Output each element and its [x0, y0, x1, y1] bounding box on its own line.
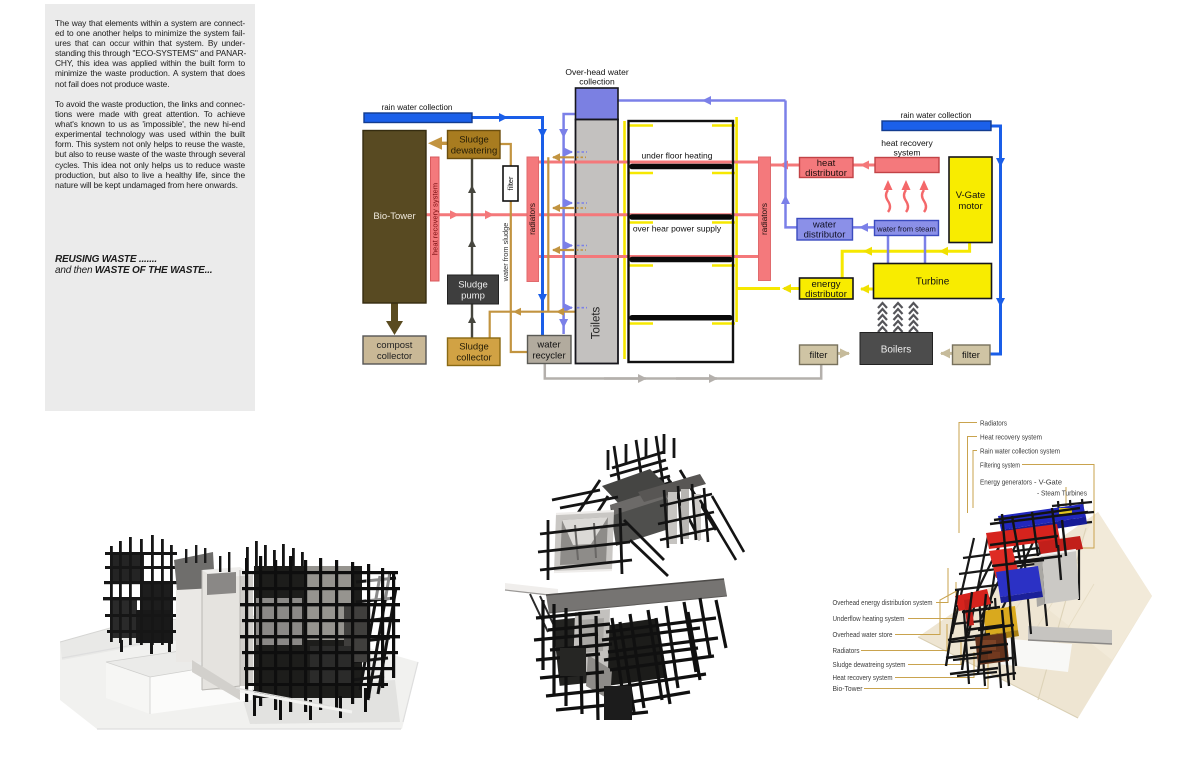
svg-text:Radiators: Radiators: [833, 646, 860, 655]
svg-text:pump: pump: [461, 291, 485, 302]
svg-text:Over-head water: Over-head water: [565, 67, 628, 77]
svg-text:Rain water collection system: Rain water collection system: [980, 447, 1060, 456]
svg-text:compost: compost: [377, 340, 413, 351]
svg-text:energy: energy: [811, 279, 840, 290]
svg-text:V-Gate: V-Gate: [956, 190, 986, 201]
svg-text:under floor heating: under floor heating: [642, 151, 713, 161]
svg-text:- V-Gate: - V-Gate: [1034, 478, 1062, 487]
svg-text:heat recovery: heat recovery: [881, 138, 933, 148]
svg-text:Energy generators: Energy generators: [980, 478, 1032, 487]
svg-text:Toilets: Toilets: [591, 306, 603, 339]
svg-text:Bio-Tower: Bio-Tower: [373, 211, 415, 222]
svg-text:water from sludge: water from sludge: [501, 223, 510, 283]
svg-text:over hear power supply: over hear power supply: [633, 224, 722, 234]
svg-text:Radiators: Radiators: [980, 419, 1007, 428]
svg-text:recycler: recycler: [532, 351, 565, 362]
svg-text:Overhead water store: Overhead water store: [833, 630, 893, 639]
svg-text:motor: motor: [958, 201, 982, 212]
svg-text:distributor: distributor: [804, 230, 846, 241]
svg-text:heat: heat: [817, 158, 836, 169]
svg-text:Sludge: Sludge: [459, 135, 489, 146]
svg-text:distributor: distributor: [805, 289, 847, 300]
svg-text:Underflow heating system: Underflow heating system: [833, 614, 905, 623]
svg-text:Turbine: Turbine: [916, 277, 950, 288]
svg-text:distributor: distributor: [805, 168, 847, 179]
svg-text:radiators: radiators: [528, 203, 537, 235]
svg-text:filter: filter: [506, 176, 515, 191]
svg-text:collection: collection: [579, 77, 615, 87]
svg-text:radiators: radiators: [760, 203, 769, 235]
svg-text:rain water collection: rain water collection: [901, 111, 972, 120]
svg-text:water: water: [812, 220, 836, 231]
svg-text:filter: filter: [810, 350, 828, 361]
svg-text:water from steam: water from steam: [876, 225, 936, 234]
svg-text:Heat recovery system: Heat recovery system: [833, 673, 893, 682]
svg-text:Boilers: Boilers: [881, 345, 912, 356]
svg-text:system: system: [894, 148, 921, 158]
svg-text:Bio-Tower: Bio-Tower: [833, 684, 863, 693]
svg-text:Filtering system: Filtering system: [980, 461, 1020, 470]
svg-text:collector: collector: [456, 353, 491, 364]
svg-text:Heat recovery system: Heat recovery system: [980, 433, 1042, 442]
svg-text:collector: collector: [377, 351, 412, 362]
svg-text:Sludge dewatreing system: Sludge dewatreing system: [833, 660, 906, 669]
svg-text:- Steam Turbines: - Steam Turbines: [1037, 489, 1087, 498]
svg-text:rain water collection: rain water collection: [382, 103, 453, 112]
svg-text:Sludge: Sludge: [458, 280, 488, 291]
svg-text:filter: filter: [962, 350, 980, 361]
svg-text:heat recovery system: heat recovery system: [431, 183, 440, 255]
svg-text:Overhead energy distribution s: Overhead energy distribution system: [833, 598, 933, 607]
svg-text:water: water: [536, 340, 560, 351]
svg-text:dewatering: dewatering: [451, 146, 497, 157]
svg-text:Sludge: Sludge: [459, 342, 489, 353]
